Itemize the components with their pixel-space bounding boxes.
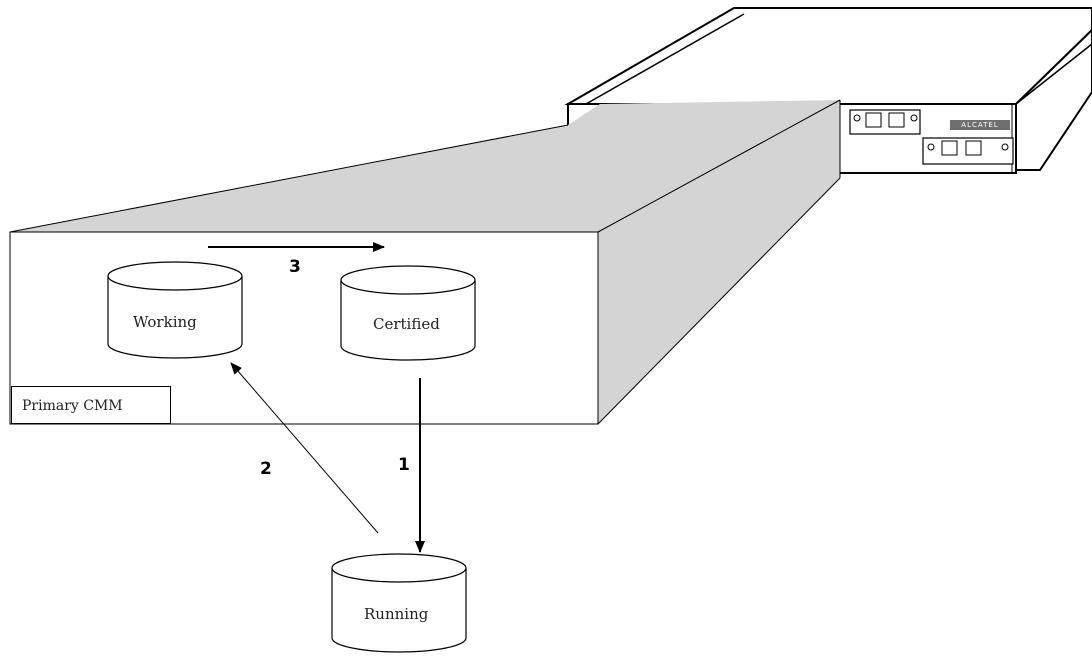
working-cylinder	[107, 261, 243, 359]
brand-logo: ALCATEL	[950, 120, 1010, 130]
arrow-step-2	[230, 362, 379, 534]
step-1-label: 1	[398, 455, 410, 475]
module-card-1	[849, 109, 921, 135]
chassis-inner-edge-2	[1015, 43, 1092, 105]
projection-edge	[597, 177, 841, 425]
module-port	[888, 112, 905, 128]
step-2-label: 2	[260, 459, 272, 479]
projection-edge	[9, 124, 569, 233]
module-screw	[853, 114, 861, 122]
running-cylinder	[331, 553, 467, 653]
module-port	[865, 112, 882, 128]
module-port	[965, 140, 982, 156]
module-port	[941, 140, 958, 156]
step-3-label: 3	[289, 257, 301, 277]
projection-side-face	[598, 100, 840, 424]
module-screw	[927, 143, 935, 151]
chassis-top	[564, 7, 1092, 105]
working-label: Working	[133, 313, 197, 331]
certified-cylinder	[340, 265, 476, 361]
module-screw	[1001, 143, 1009, 151]
chassis-inner-edge	[585, 13, 745, 105]
module-screw	[910, 114, 918, 122]
certified-label: Certified	[373, 315, 440, 333]
running-label: Running	[364, 605, 429, 623]
zoom-projection	[9, 99, 841, 425]
projection-edge	[597, 99, 841, 233]
projection-top-face	[10, 100, 840, 232]
primary-cmm-label: Primary CMM	[11, 386, 171, 424]
